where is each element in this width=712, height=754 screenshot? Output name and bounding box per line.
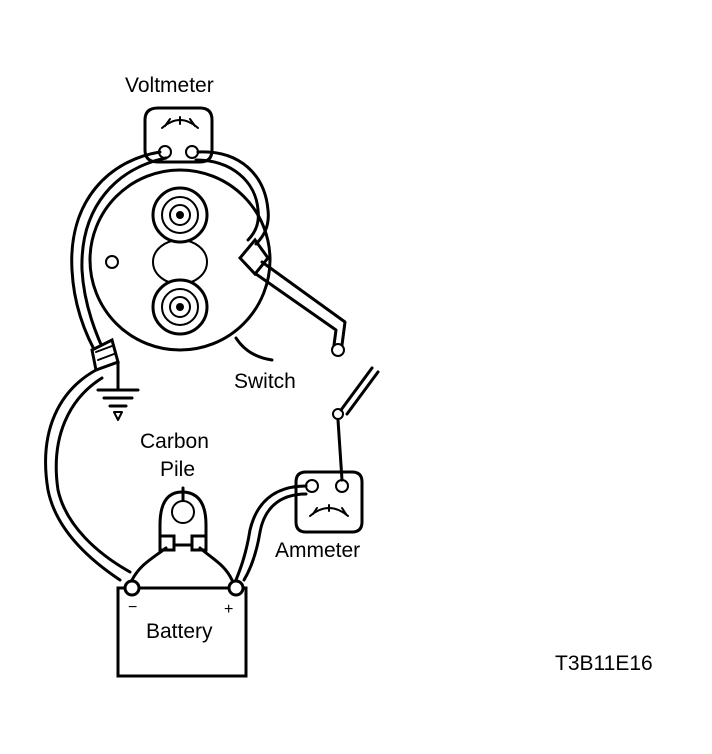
starter-clip (237, 237, 270, 277)
switch-lead (254, 260, 347, 357)
ammeter-label: Ammeter (275, 539, 360, 562)
carbon-pile-leads (130, 546, 234, 582)
voltmeter-right-lead (194, 150, 270, 246)
battery-negative-terminal (123, 579, 141, 597)
starter-terminal-bottom (151, 278, 209, 336)
starter-cable-stub (234, 336, 274, 362)
battery-negative-cable (44, 368, 132, 582)
figure-code: T3B11E16 (555, 652, 653, 675)
ground-clamp (90, 337, 120, 390)
switch-label: Switch (234, 370, 296, 393)
battery-negative-sign: − (128, 599, 137, 616)
ammeter (294, 470, 364, 534)
voltmeter-label: Voltmeter (125, 74, 214, 97)
battery-positive-sign: + (224, 601, 233, 618)
ammeter-open-lead (332, 366, 380, 482)
carbon-pile-label-line2: Pile (160, 458, 195, 481)
ammeter-battery-cable (234, 484, 308, 582)
starter-motor (88, 168, 274, 362)
switch-lead-end (331, 343, 345, 357)
starter-terminal-top (151, 186, 209, 244)
carbon-pile (158, 486, 208, 552)
ground-symbol-icon (96, 388, 140, 421)
carbon-pile-label-line1: Carbon (140, 430, 209, 453)
battery-positive-terminal (227, 579, 245, 597)
voltmeter-left-lead (70, 150, 168, 362)
battery-label: Battery (146, 620, 213, 643)
battery (116, 579, 248, 678)
